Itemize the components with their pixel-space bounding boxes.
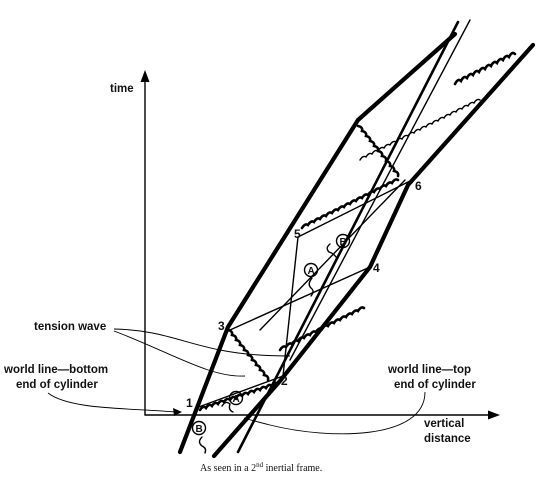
- world-lines: [177, 20, 536, 459]
- event-5: 5: [294, 227, 301, 241]
- caption-prefix: As seen in a 2: [200, 463, 256, 474]
- arrow-icon: [173, 408, 182, 416]
- signal-line-2-to-5: [282, 236, 299, 377]
- axes: time vertical distance: [110, 70, 500, 445]
- signal-line-4: [229, 266, 371, 331]
- observer-a-upper-circle: [303, 262, 319, 278]
- observer-b-lower-letter: B: [196, 424, 203, 435]
- tension-wave-bottom: [198, 381, 280, 412]
- caption: As seen in a 2nd inertial frame.: [200, 461, 322, 474]
- observer-b-upper-letter: B: [340, 237, 347, 248]
- bottom-end-label-line2: end of cylinder: [16, 379, 98, 391]
- tension-wave-lower-mid: [278, 306, 366, 352]
- tension-wave-top: [453, 51, 517, 86]
- annotation-top-end: world line—top end of cylinder: [243, 364, 476, 435]
- observer-b-upper: B: [326, 233, 351, 258]
- time-axis-label: time: [110, 83, 134, 95]
- tension-wave-3-to-2: [226, 328, 270, 382]
- observer-a-lower: A: [221, 390, 244, 413]
- tension-waves: [198, 51, 517, 412]
- observer-b-lower-circle: [191, 420, 207, 436]
- annotation-tension-wave: tension wave: [34, 321, 291, 377]
- tension-wave-leader: [113, 328, 291, 357]
- observer-a-upper-letter: A: [308, 266, 315, 277]
- top-end-label-line1: world line—top: [387, 364, 471, 376]
- tension-wave-upper-right: [359, 98, 481, 161]
- event-3: 3: [218, 319, 225, 333]
- observer-b-upper-circle: [335, 233, 351, 249]
- top-end-leader: [243, 391, 426, 435]
- bottom-end-label-line1: world line—bottom: [3, 364, 108, 376]
- time-axis-arrowhead: [140, 70, 150, 82]
- observer-figure-icon: [198, 436, 207, 454]
- observer-b-lower: B: [191, 420, 207, 454]
- top-end-label-line2: end of cylinder: [394, 379, 476, 391]
- distance-axis-arrowhead: [488, 410, 500, 420]
- observer-a-lower-circle: [228, 390, 244, 406]
- observer-figure-icon: [221, 401, 234, 413]
- distance-axis-label-line2: distance: [424, 433, 471, 445]
- event-labels: 1 2 3 4 5 6: [186, 179, 422, 410]
- signal-line-5-to-6: [297, 179, 413, 238]
- caption-suffix: inertial frame.: [263, 463, 322, 474]
- caption-superscript: nd: [256, 461, 264, 469]
- event-1: 1: [186, 396, 193, 410]
- event-6: 6: [415, 179, 422, 193]
- event-2: 2: [281, 374, 288, 388]
- event-4: 4: [373, 261, 380, 275]
- world-line-bottom-end: [177, 31, 458, 455]
- annotation-bottom-end: world line—bottom end of cylinder: [3, 364, 182, 416]
- bottom-end-leader: [47, 392, 177, 413]
- observer-a-lower-letter: A: [233, 394, 240, 405]
- distance-axis-label-line1: vertical: [424, 418, 464, 430]
- observer-figure-icon: [308, 277, 314, 297]
- observer-a-upper: A: [303, 262, 319, 297]
- observer-figure-icon: [326, 243, 337, 258]
- tension-wave-leader-2: [113, 330, 246, 377]
- tension-wave-label: tension wave: [34, 321, 106, 333]
- tension-wave-upper-mid: [300, 178, 400, 230]
- signal-line-observer-a: [259, 179, 406, 331]
